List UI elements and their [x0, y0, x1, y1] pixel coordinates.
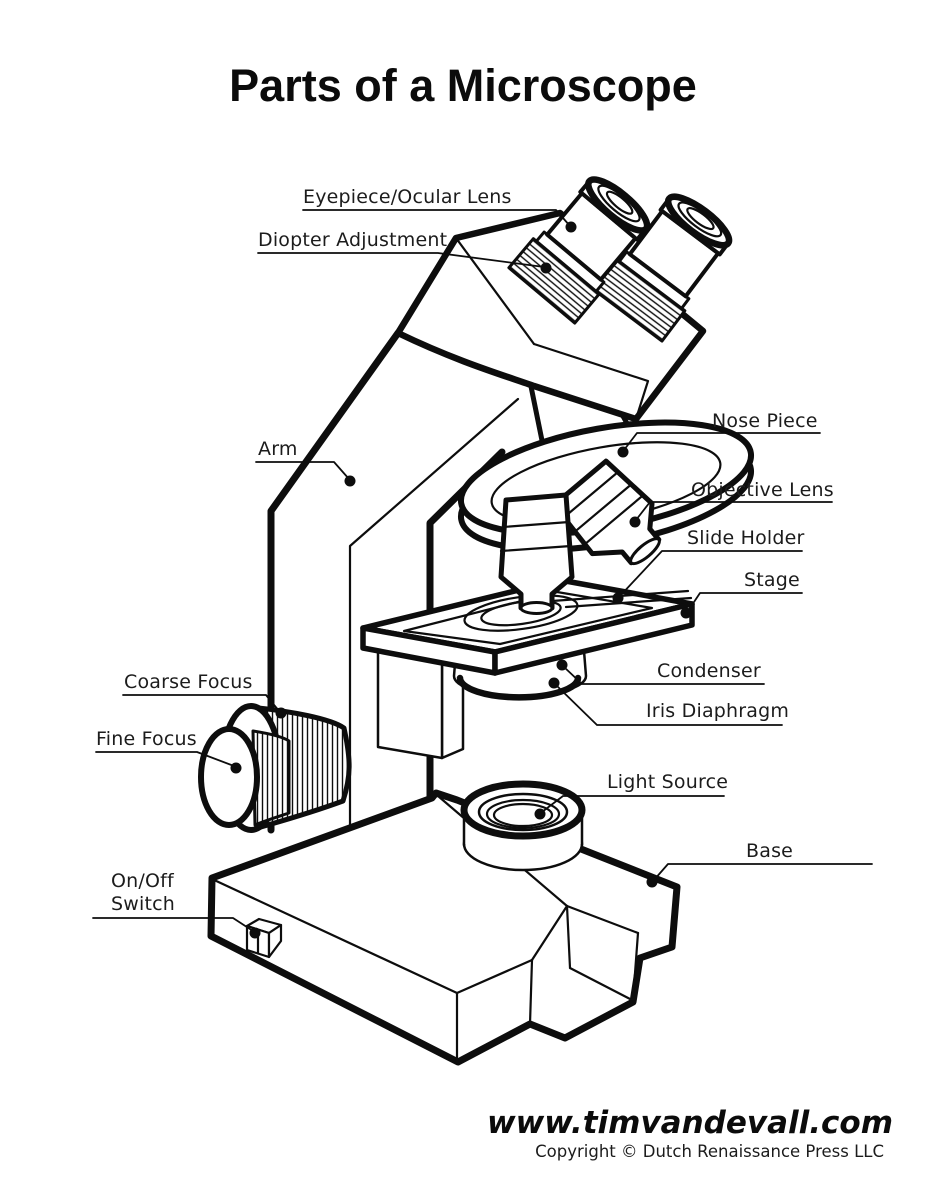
copyright-text: Copyright © Dutch Renaissance Press LLC: [535, 1142, 884, 1161]
leader-lines: [92, 209, 873, 939]
on-off-switch-drawing: [245, 917, 283, 959]
label-base: Base: [746, 840, 793, 862]
page-title: Parts of a Microscope: [229, 60, 697, 111]
eyepiece-drawing: [507, 176, 733, 343]
label-diopter: Diopter Adjustment: [258, 229, 447, 251]
label-objective: Objective Lens: [691, 479, 834, 501]
footer: www.timvandevall.com Copyright © Dutch R…: [487, 1105, 893, 1161]
label-onoff-line2: Switch: [111, 893, 175, 915]
label-arm: Arm: [258, 438, 298, 460]
head-drawing: [394, 209, 707, 423]
label-stage: Stage: [744, 569, 800, 591]
label-condenser: Condenser: [657, 660, 761, 682]
label-onoff-line1: On/Off: [111, 870, 175, 892]
label-light-source: Light Source: [607, 771, 728, 793]
label-eyepiece: Eyepiece/Ocular Lens: [303, 186, 512, 208]
label-fine-focus: Fine Focus: [96, 728, 197, 750]
label-coarse-focus: Coarse Focus: [124, 671, 253, 693]
focus-knobs-drawing: [198, 703, 352, 833]
part-labels: Eyepiece/Ocular Lens Diopter Adjustment …: [96, 186, 834, 915]
label-nosepiece: Nose Piece: [712, 410, 818, 432]
label-slide-holder: Slide Holder: [687, 527, 805, 549]
light-source-drawing: [460, 780, 586, 872]
label-iris: Iris Diaphragm: [646, 700, 789, 722]
website-text: www.timvandevall.com: [487, 1105, 893, 1141]
base-drawing: [207, 789, 681, 1066]
objective-lenses-drawing: [498, 458, 662, 615]
